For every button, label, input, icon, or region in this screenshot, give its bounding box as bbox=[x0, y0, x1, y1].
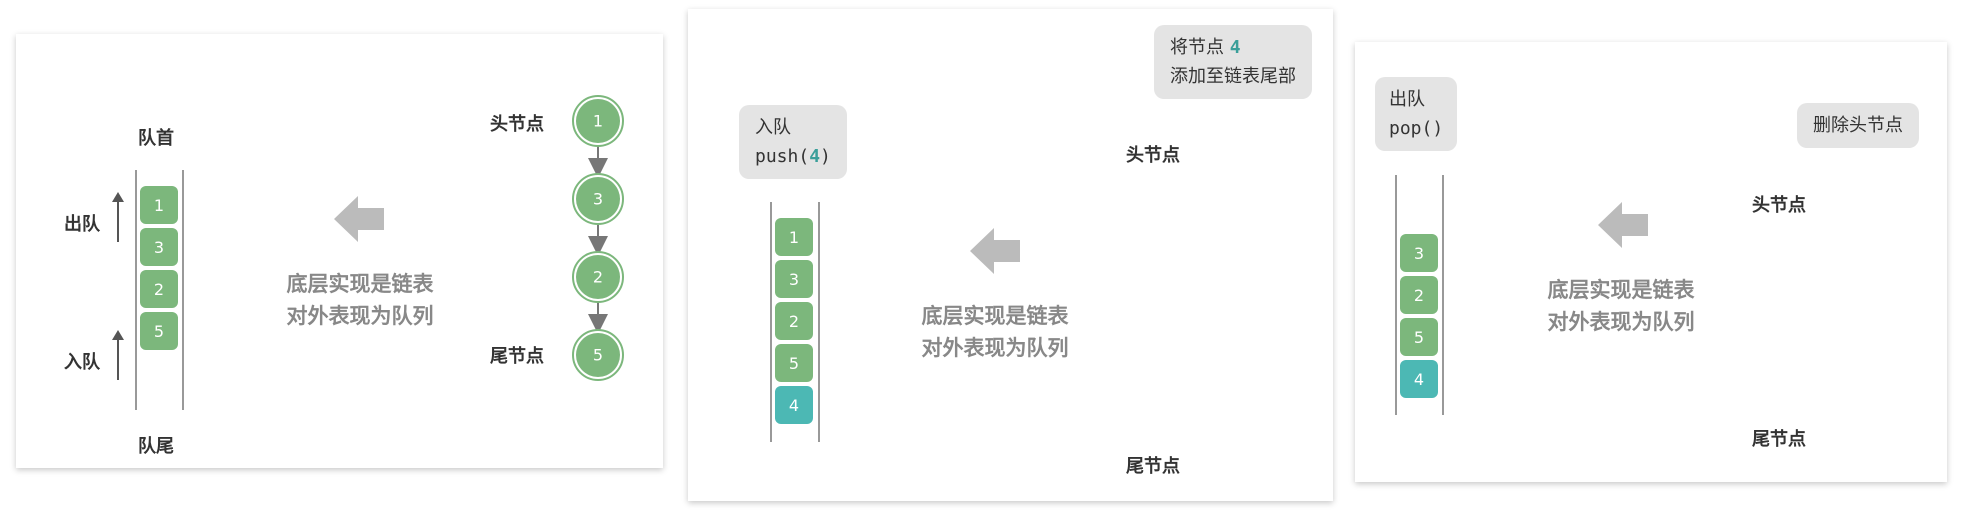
center-caption-line1: 底层实现是链表 bbox=[1547, 278, 1695, 302]
queue-right-wall bbox=[818, 202, 820, 442]
pop-note-bubble: 删除头节点 bbox=[1797, 103, 1919, 148]
head-node-label: 头节点 bbox=[1752, 195, 1806, 216]
center-caption: 底层实现是链表 对外表现为队列 bbox=[1531, 274, 1711, 338]
enqueue-arrow-icon bbox=[112, 330, 124, 380]
push-note-prefix: 将节点 bbox=[1170, 37, 1230, 58]
enqueue-label: 入队 bbox=[64, 352, 100, 373]
queue-left-wall bbox=[1395, 175, 1397, 415]
list-node bbox=[576, 333, 620, 377]
push-note-arg: 4 bbox=[1229, 37, 1241, 58]
list-node-value: 5 bbox=[593, 346, 603, 365]
queue-cell-new: 4 bbox=[1400, 360, 1438, 398]
push-operation-bubble: 入队 push(4) bbox=[739, 105, 847, 179]
pop-operation-bubble: 出队 pop() bbox=[1375, 77, 1458, 151]
push-operation-label: 入队 bbox=[755, 117, 791, 138]
center-caption-line1: 底层实现是链表 bbox=[286, 272, 434, 296]
push-code: push(4) bbox=[755, 142, 831, 171]
center-caption-line2: 对外表现为队列 bbox=[286, 304, 434, 328]
dequeue-arrow-icon bbox=[112, 192, 124, 242]
queue-cell: 2 bbox=[140, 270, 178, 308]
queue-cell: 5 bbox=[775, 344, 813, 382]
center-caption-line1: 底层实现是链表 bbox=[921, 304, 1069, 328]
pop-note: 删除头节点 bbox=[1813, 115, 1903, 136]
queue-cell: 5 bbox=[1400, 318, 1438, 356]
queue-tail-label: 队尾 bbox=[138, 436, 174, 457]
list-node bbox=[576, 99, 620, 143]
tail-node-label: 尾节点 bbox=[490, 346, 544, 367]
panel-initial-queue bbox=[16, 34, 663, 468]
tail-node-label: 尾节点 bbox=[1126, 456, 1180, 477]
queue-cell: 1 bbox=[140, 186, 178, 224]
queue-cell-new: 4 bbox=[775, 386, 813, 424]
list-node-value: 2 bbox=[593, 268, 603, 287]
queue-cell: 1 bbox=[775, 218, 813, 256]
head-node-label: 头节点 bbox=[1126, 145, 1180, 166]
push-note-line2: 添加至链表尾部 bbox=[1170, 66, 1296, 87]
center-caption: 底层实现是链表 对外表现为队列 bbox=[270, 268, 450, 332]
pop-code: pop() bbox=[1389, 118, 1444, 139]
left-arrow-icon bbox=[1598, 202, 1648, 248]
queue-cell: 3 bbox=[775, 260, 813, 298]
queue-head-label: 队首 bbox=[138, 128, 174, 149]
push-note-line1: 将节点 4 bbox=[1170, 33, 1296, 62]
list-node-value: 1 bbox=[593, 112, 603, 131]
queue-left-wall bbox=[770, 202, 772, 442]
push-note-bubble: 将节点 4 添加至链表尾部 bbox=[1154, 25, 1312, 99]
list-node-value: 3 bbox=[593, 190, 603, 209]
center-caption-line2: 对外表现为队列 bbox=[1547, 310, 1695, 334]
queue-right-wall bbox=[182, 170, 184, 410]
queue-cell: 2 bbox=[775, 302, 813, 340]
queue-cell: 2 bbox=[1400, 276, 1438, 314]
tail-node-label: 尾节点 bbox=[1752, 429, 1806, 450]
center-caption-line2: 对外表现为队列 bbox=[921, 336, 1069, 360]
list-node bbox=[576, 177, 620, 221]
queue-right-wall bbox=[1442, 175, 1444, 415]
center-caption: 底层实现是链表 对外表现为队列 bbox=[905, 300, 1085, 364]
queue-left-wall bbox=[135, 170, 137, 410]
list-node bbox=[576, 255, 620, 299]
push-code-prefix: push( bbox=[755, 146, 810, 167]
push-code-suffix: ) bbox=[820, 146, 831, 167]
queue-cell: 3 bbox=[140, 228, 178, 266]
dequeue-label: 出队 bbox=[64, 214, 100, 235]
left-arrow-icon bbox=[334, 196, 384, 242]
left-arrow-icon bbox=[970, 228, 1020, 274]
queue-cell: 5 bbox=[140, 312, 178, 350]
push-code-arg: 4 bbox=[809, 146, 821, 167]
queue-cell: 3 bbox=[1400, 234, 1438, 272]
pop-operation-label: 出队 bbox=[1389, 89, 1425, 110]
head-node-label: 头节点 bbox=[490, 114, 544, 135]
